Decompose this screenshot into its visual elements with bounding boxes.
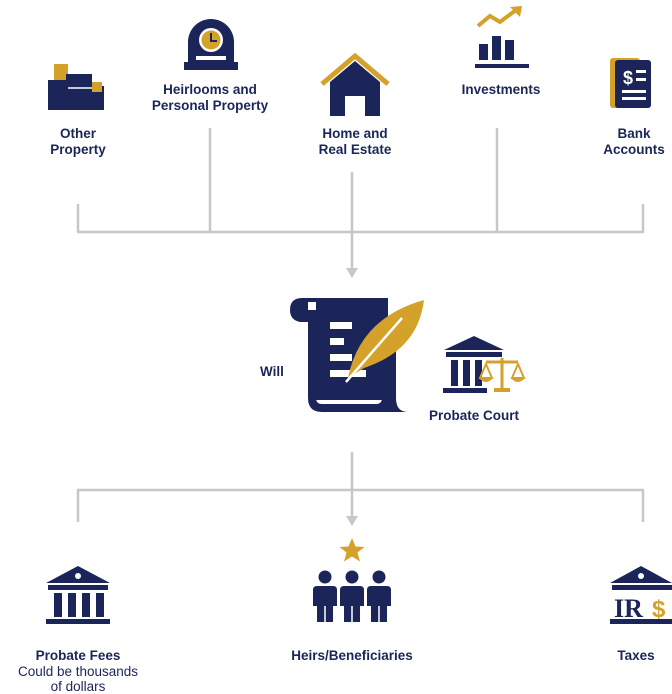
bank-line2: Accounts [603,142,665,157]
heirlooms-label: Heirlooms and Personal Property [135,82,285,114]
taxes-label: Taxes [617,648,655,663]
bottom-connectors [76,452,645,522]
home-line2: Real Estate [318,142,392,157]
will-scroll-icon [290,298,424,412]
courthouse-scales-icon [443,336,526,393]
other-property-line1: Other [59,126,96,141]
heirlooms-line2: Personal Property [151,98,269,113]
probate-fees-label: Probate Fees [35,648,121,663]
home-label: Home and Real Estate [300,126,410,158]
svg-text:$: $ [623,68,633,88]
top-connectors [76,128,645,268]
heirlooms-line1: Heirlooms and [163,82,257,97]
other-property-label: Other Property [38,126,118,158]
clock-icon [184,19,238,70]
house-icon [320,52,390,116]
svg-text:IR: IR [614,594,643,623]
growth-chart-icon [475,6,529,68]
fees-note-line1: Could be thousands [17,664,139,679]
arrow-down-top [346,268,358,278]
heirs-label: Heirs/Beneficiaries [291,648,413,663]
will-label: Will [260,364,284,379]
heirs-group-icon [313,538,391,622]
probate-court-label: Probate Court [428,408,519,423]
other-property-line2: Property [50,142,106,157]
arrow-down-bottom [346,516,358,526]
investments-label: Investments [461,82,541,97]
home-line1: Home and [322,126,388,141]
svg-text:$: $ [652,596,666,623]
bank-line1: Bank [617,126,651,141]
bank-building-icon [46,566,110,624]
probate-fees-note: Could be thousands of dollars [8,664,148,694]
bank-accounts-label: Bank Accounts [596,126,672,158]
irs-building-icon: IR $ [610,566,672,624]
fees-note-line2: of dollars [50,679,106,694]
boxes-icon [48,64,104,110]
bank-statement-icon: $ [610,58,651,108]
